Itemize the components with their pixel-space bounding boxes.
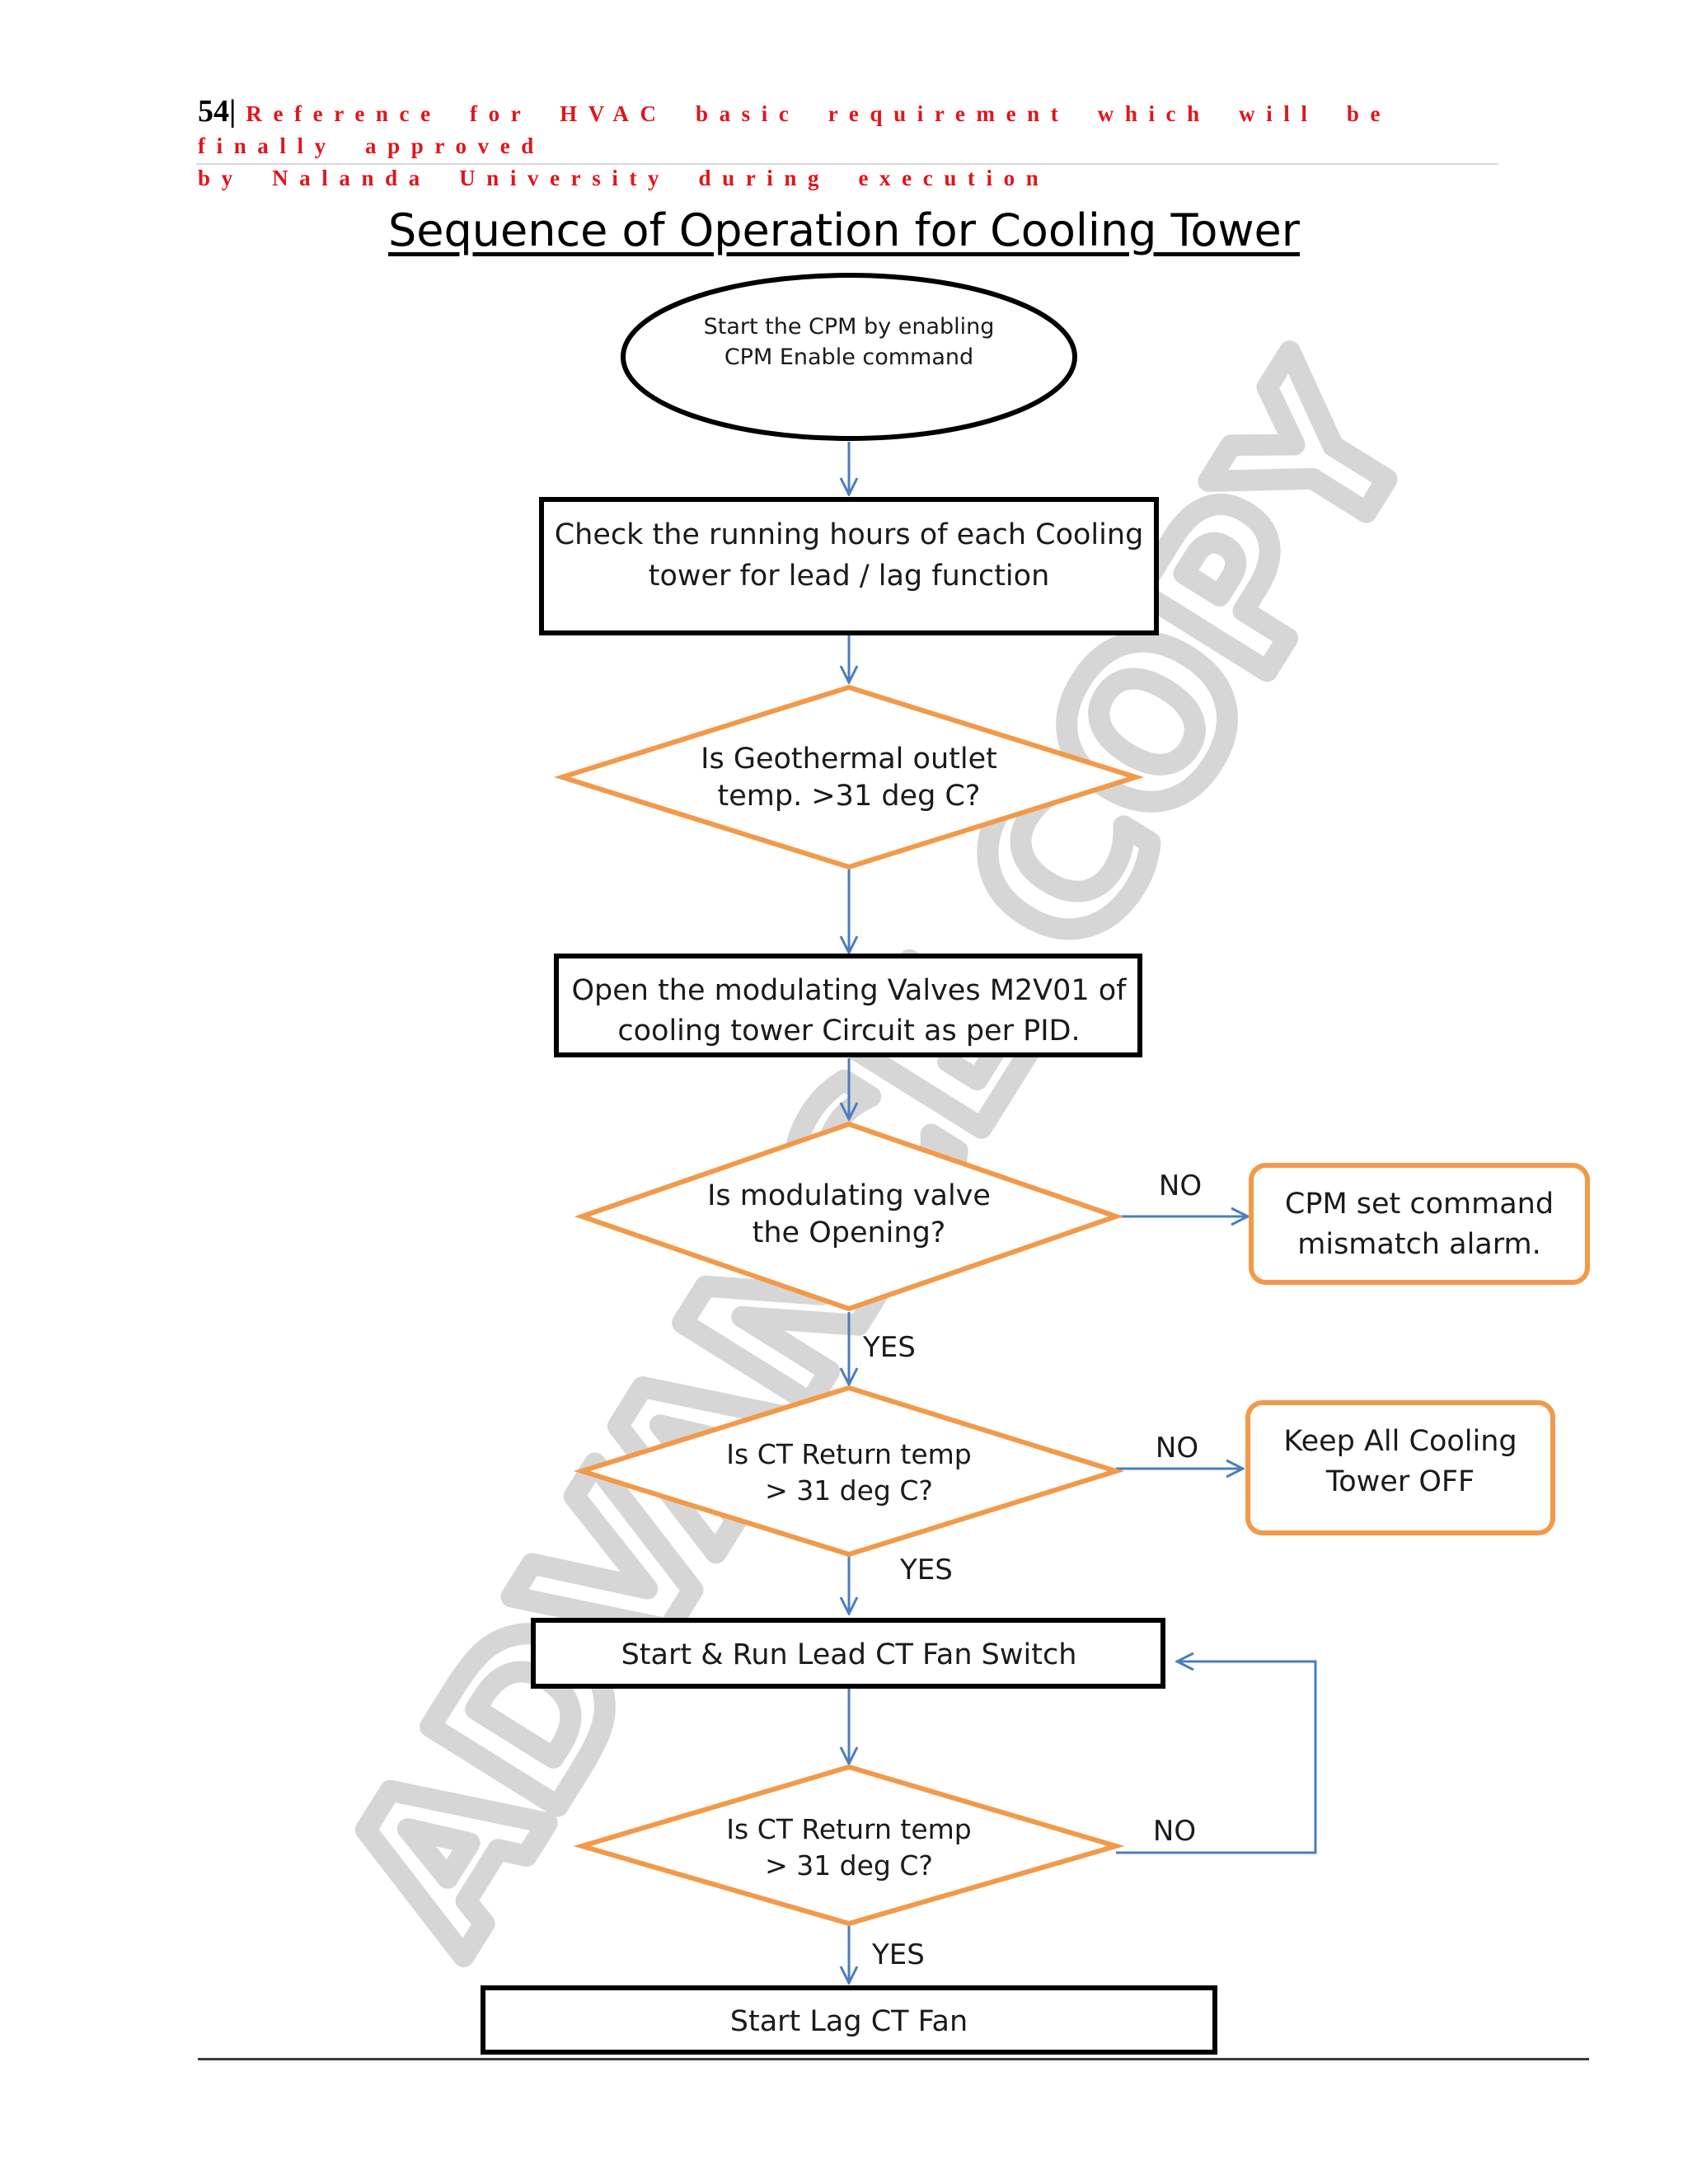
ct-return-2-yes-label: YES bbox=[871, 1938, 925, 1971]
lag-fan-label: Start Lag CT Fan bbox=[730, 2005, 968, 2038]
valve-open-label-line2: the Opening? bbox=[753, 1216, 946, 1249]
keep-off-label-line2: Tower OFF bbox=[1325, 1465, 1475, 1498]
alarm-box bbox=[1249, 1163, 1590, 1285]
page-number: 54 bbox=[198, 94, 229, 129]
page-title: Sequence of Operation for Cooling Tower bbox=[388, 204, 1300, 256]
header-divider bbox=[196, 163, 1498, 165]
ct-return-1-label-line2: > 31 deg C? bbox=[765, 1474, 933, 1507]
valve-open-decision: Is modulating valve the Opening? bbox=[574, 1121, 1124, 1312]
geo-temp-label-line1: Is Geothermal outlet bbox=[701, 743, 997, 776]
open-valves-node: Open the modulating Valves M2V01 of cool… bbox=[554, 954, 1142, 1057]
lag-fan-box bbox=[481, 1985, 1217, 2055]
lead-fan-node: Start & Run Lead CT Fan Switch bbox=[531, 1618, 1165, 1689]
check-hours-box bbox=[539, 497, 1159, 635]
footer-divider bbox=[198, 2058, 1589, 2060]
alarm-label-line2: mismatch alarm. bbox=[1297, 1228, 1540, 1261]
lead-fan-label: Start & Run Lead CT Fan Switch bbox=[621, 1638, 1077, 1671]
valve-open-yes-label: YES bbox=[862, 1331, 916, 1364]
start-ellipse bbox=[621, 273, 1077, 441]
ct-return-2-label-line1: Is CT Return temp bbox=[726, 1813, 971, 1845]
alarm-label-line1: CPM set command bbox=[1285, 1188, 1554, 1221]
open-valves-label-line1: Open the modulating Valves M2V01 of bbox=[571, 974, 1127, 1007]
valve-open-diamond bbox=[574, 1121, 1124, 1312]
geo-temp-label-line2: temp. >31 deg C? bbox=[718, 780, 981, 813]
check-hours-label-line1: Check the running hours of each Cooling bbox=[555, 518, 1144, 551]
valve-open-no-label: NO bbox=[1159, 1169, 1202, 1202]
connector-ct2-no-loop bbox=[1116, 1661, 1317, 1854]
start-node: Start the CPM by enabling CPM Enable com… bbox=[621, 273, 1077, 441]
header-text-line1: Reference for HVAC basic requirement whi… bbox=[198, 101, 1392, 158]
check-hours-label-line2: tower for lead / lag function bbox=[649, 560, 1050, 593]
keep-off-label-line1: Keep All Cooling bbox=[1283, 1425, 1517, 1458]
header-separator: | bbox=[229, 94, 237, 129]
check-hours-node: Check the running hours of each Cooling … bbox=[539, 497, 1159, 635]
ct-return-2-label-line2: > 31 deg C? bbox=[765, 1849, 933, 1882]
open-valves-box bbox=[554, 954, 1142, 1057]
valve-open-label-line1: Is modulating valve bbox=[707, 1179, 991, 1212]
header-text-line2: by Nalanda University during execution bbox=[198, 166, 1050, 190]
ct-return-1-no-label: NO bbox=[1156, 1432, 1198, 1465]
start-label-line2: CPM Enable command bbox=[724, 344, 973, 370]
geo-temp-decision: Is Geothermal outlet temp. >31 deg C? bbox=[553, 684, 1145, 870]
ct-return-diamond-1 bbox=[573, 1385, 1125, 1558]
keep-off-node: Keep All Cooling Tower OFF bbox=[1245, 1400, 1555, 1535]
ct-return-1-label-line1: Is CT Return temp bbox=[726, 1438, 971, 1470]
page-header: 54|Reference for HVAC basic requirement … bbox=[198, 94, 1496, 196]
lead-fan-box bbox=[531, 1618, 1165, 1689]
ct-return-1-yes-label: YES bbox=[899, 1554, 953, 1586]
ct-return-2-no-label: NO bbox=[1153, 1815, 1196, 1848]
alarm-node: CPM set command mismatch alarm. bbox=[1249, 1163, 1590, 1285]
lag-fan-node: Start Lag CT Fan bbox=[481, 1985, 1217, 2055]
ct-return-diamond-2 bbox=[573, 1764, 1125, 1927]
open-valves-label-line2: cooling tower Circuit as per PID. bbox=[617, 1015, 1080, 1047]
geo-temp-diamond bbox=[553, 684, 1145, 870]
connectors bbox=[849, 442, 1317, 1983]
ct-return-decision-2: Is CT Return temp > 31 deg C? bbox=[573, 1764, 1125, 1927]
keep-off-box bbox=[1245, 1400, 1555, 1535]
start-label-line1: Start the CPM by enabling bbox=[704, 314, 995, 340]
ct-return-decision-1: Is CT Return temp > 31 deg C? bbox=[573, 1385, 1125, 1558]
